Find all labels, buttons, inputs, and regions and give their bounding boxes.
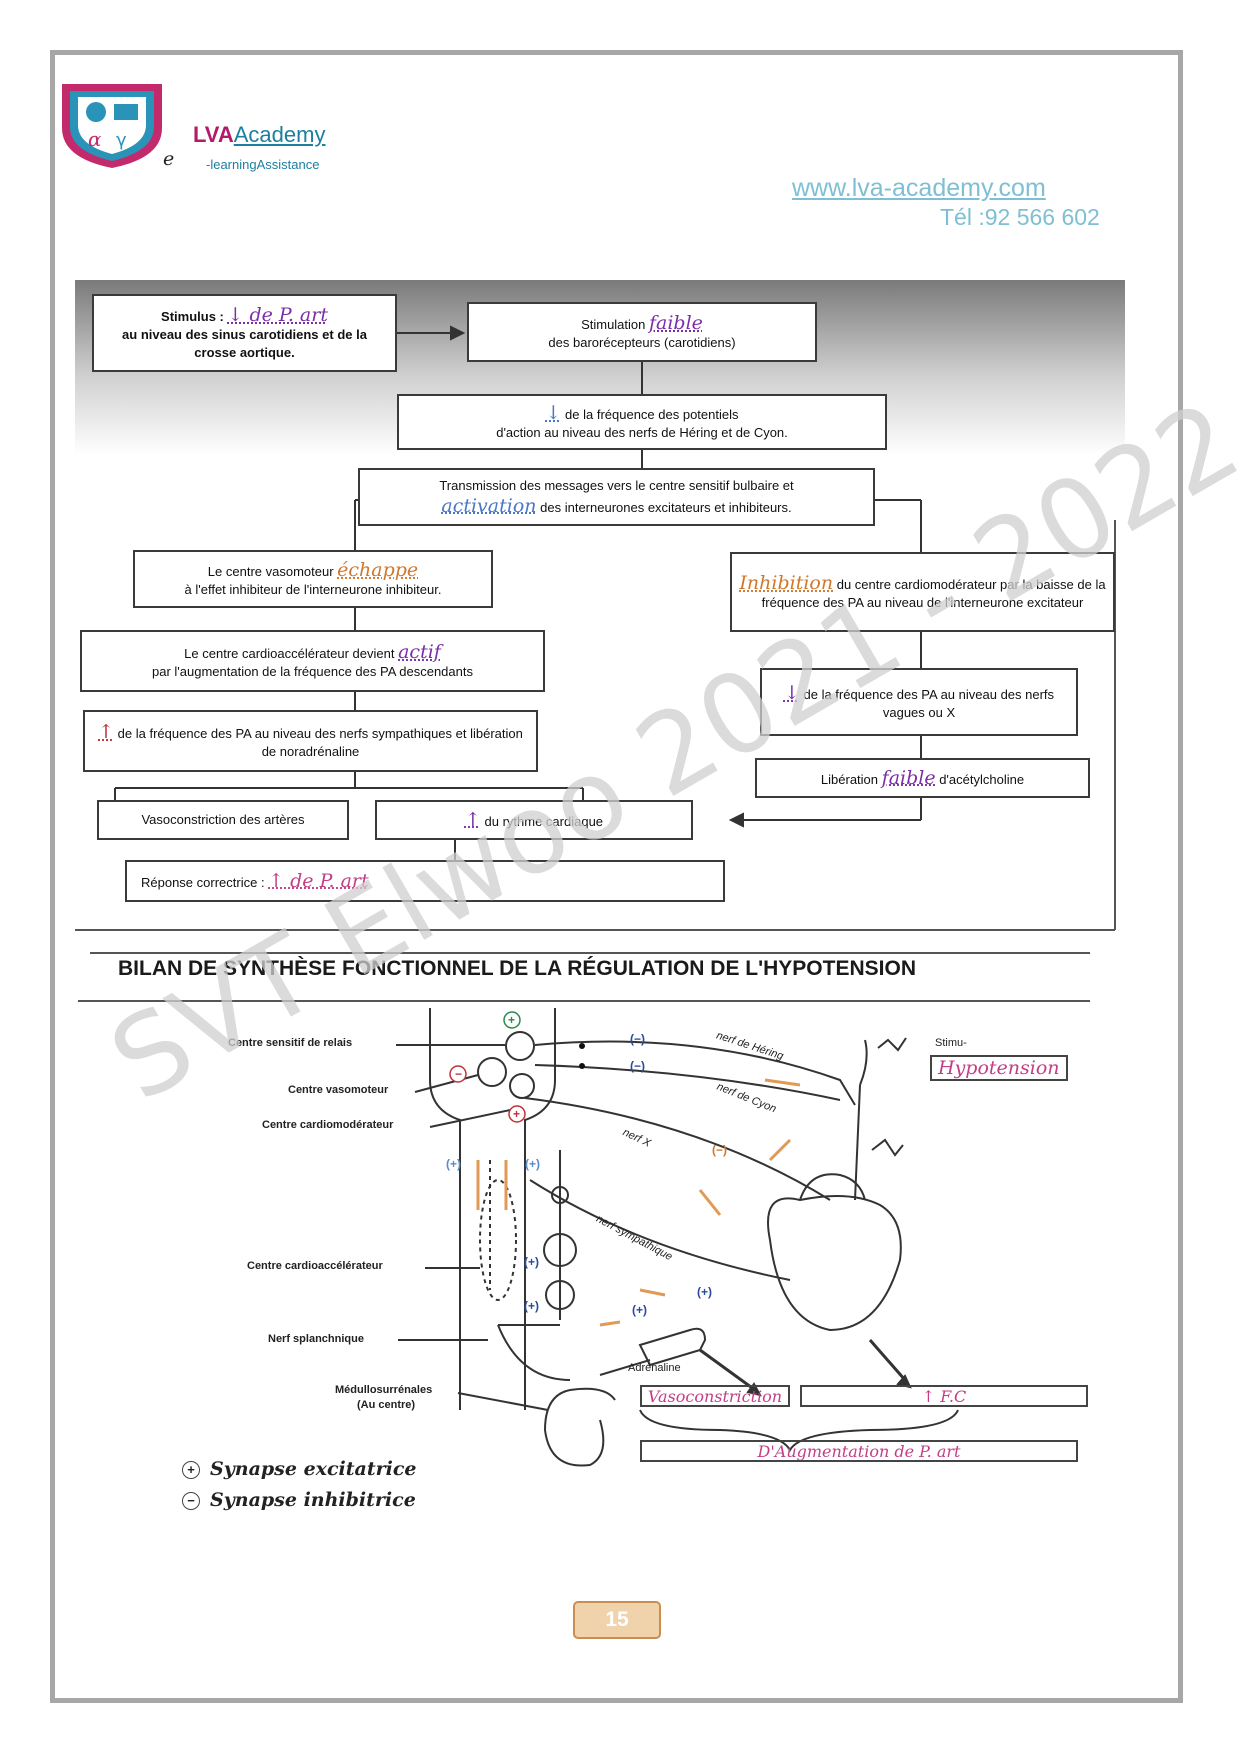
vagus-handwritten: ↓ (783, 682, 800, 705)
legend-inhibitory-text: Synapse inhibitrice (210, 1489, 416, 1511)
svg-text:+: + (508, 1013, 515, 1027)
response-label: Réponse correctrice : (141, 875, 265, 890)
label-cardiomoderator-center: Centre cardiomodérateur (262, 1119, 394, 1131)
vasomotor-text-2: à l'effet inhibiteur de l'interneurone i… (184, 582, 442, 598)
svg-text:(−): (−) (630, 1059, 645, 1073)
legend-inhibitory: −Synapse inhibitrice (182, 1489, 416, 1511)
box-vagus-frequency: ↓ de la fréquence des PA au niveau des n… (760, 668, 1078, 736)
liberation-label: Libération (820, 772, 879, 787)
result-vasoconstriction: Vasoconstriction (640, 1385, 790, 1407)
sympathetic-text: de la fréquence des PA au niveau des ner… (117, 726, 523, 760)
svg-text:(+): (+) (446, 1157, 461, 1171)
svg-text:α: α (88, 127, 102, 151)
svg-text:γ: γ (116, 130, 127, 151)
result-heart-rate: ↑ F.C (800, 1385, 1088, 1407)
legend-excitatory: + Synapse excitatrice (182, 1458, 417, 1480)
svg-text:−: − (455, 1067, 462, 1081)
frequency-handwritten: ↓ (545, 402, 562, 425)
inhibitory-synapse-icon: − (182, 1492, 200, 1510)
stimulus-label: Stimulus : (161, 309, 224, 325)
cardioacc-text-2: par l'augmentation de la fréquence des P… (152, 664, 473, 680)
rhythm-handwritten: ↑ (464, 809, 481, 831)
brand-academy: Academy (233, 122, 326, 147)
box-vasomotor-center: Le centre vasomoteur échappe à l'effet i… (133, 550, 493, 608)
website-link[interactable]: www.lva-academy.com (792, 174, 1046, 202)
transmission-text-2: des interneurones excitateurs et inhibit… (540, 499, 792, 515)
label-medullosurrenales: Médullosurrénales (335, 1384, 433, 1396)
phone-number: Tél :92 566 602 (940, 204, 1100, 230)
box-corrective-response: Réponse correctrice : ↑ de P. art (125, 860, 725, 902)
box-stimulation: Stimulation faible des barorécepteurs (c… (467, 302, 817, 362)
stimulation-text: des barorécepteurs (carotidiens) (548, 335, 736, 351)
frequency-text-2: d'action au niveau des nerfs de Héring e… (496, 425, 788, 441)
label-adrenaline: Adrénaline (628, 1362, 681, 1374)
transmission-handwritten: activation (441, 494, 537, 517)
transmission-text-1: Transmission des messages vers le centre… (439, 478, 794, 494)
stimulus-text: au niveau des sinus carotidiens et de la… (122, 327, 367, 360)
svg-text:(+): (+) (697, 1285, 712, 1299)
box-stimulus: Stimulus : ↓ de P. art au niveau des sin… (92, 294, 397, 372)
svg-text:(+): (+) (632, 1303, 647, 1317)
response-handwritten: ↑ de P. art (268, 870, 369, 892)
stimulation-label: Stimulation (581, 317, 646, 333)
excitatory-synapse-icon: + (182, 1461, 200, 1479)
cardioacc-text-1: Le centre cardioaccélérateur devient (184, 646, 395, 662)
box-acetylcholine: Libération faible d'acétylcholine (755, 758, 1090, 798)
label-stimulus: Stimu- (935, 1037, 967, 1049)
inhibition-handwritten: Inhibition (739, 572, 834, 595)
cardioacc-handwritten: actif (398, 641, 441, 664)
regulation-flowchart: Stimulus : ↓ de P. art au niveau des sin… (75, 280, 1125, 935)
vasomotor-handwritten: échappe (337, 559, 419, 582)
inhibition-text: du centre cardiomodérateur par la baisse… (761, 577, 1106, 611)
logo-e-letter: e (163, 148, 175, 170)
box-sympathetic-frequency: ↑ de la fréquence des PA au niveau des n… (83, 710, 538, 772)
flowchart-connectors (75, 325, 1116, 931)
label-medullo-center: (Au centre) (357, 1399, 416, 1411)
box-transmission: Transmission des messages vers le centre… (358, 468, 875, 526)
vagus-text: de la fréquence des PA au niveau des ner… (803, 687, 1055, 721)
box-cardioaccelerator: Le centre cardioaccélérateur devient act… (80, 630, 545, 692)
svg-text:(+): (+) (524, 1299, 539, 1313)
brand-name: LVAAcademy (193, 122, 325, 148)
page-frame (50, 50, 1183, 1703)
label-cardioaccelerator-center: Centre cardioaccélérateur (247, 1260, 383, 1272)
title-bottom-rule (78, 1000, 1090, 1002)
liberation-text: d'acétylcholine (939, 772, 1025, 787)
vasoconstriction-text: Vasoconstriction des artères (141, 812, 305, 828)
title-top-rule (90, 952, 1090, 954)
label-vasomotor-center: Centre vasomoteur (288, 1084, 389, 1096)
vasomotor-text-1: Le centre vasomoteur (207, 564, 334, 580)
svg-text:(−): (−) (630, 1032, 645, 1046)
stimulus-answer-box: Hypotension (930, 1055, 1068, 1081)
svg-text:(+): (+) (525, 1157, 540, 1171)
section-title: BILAN DE SYNTHÈSE FONCTIONNEL DE LA RÉGU… (118, 957, 916, 980)
brand-lva: LVA (193, 122, 234, 147)
legend-excitatory-text: Synapse excitatrice (210, 1458, 417, 1480)
box-frequency-decrease: ↓ de la fréquence des potentiels d'actio… (397, 394, 887, 450)
box-cardiomoderator-inhibition: Inhibition du centre cardiomodérateur pa… (730, 552, 1115, 632)
rhythm-text: du rythme cardiaque (484, 814, 604, 829)
box-vasoconstriction: Vasoconstriction des artères (97, 800, 349, 840)
liberation-handwritten: faible (881, 767, 936, 789)
sympathetic-handwritten: ↑ (98, 721, 115, 744)
label-splanchnic-nerve: Nerf splanchnique (268, 1333, 364, 1345)
svg-text:+: + (513, 1107, 520, 1121)
stimulus-handwritten: ↓ de P. art (227, 304, 328, 327)
stimulation-handwritten: faible (649, 312, 703, 335)
label-relay-center: Centre sensitif de relais (228, 1037, 353, 1049)
result-final: D'Augmentation de P. art (640, 1440, 1078, 1462)
frequency-text-1: de la fréquence des potentiels (565, 407, 739, 423)
svg-text:(+): (+) (524, 1255, 539, 1269)
box-heart-rhythm: ↑ du rythme cardiaque (375, 800, 693, 840)
page-number: 15 (573, 1601, 661, 1639)
brand-subtitle: -learningAssistance (206, 157, 320, 172)
lva-academy-logo: α γ (62, 84, 162, 168)
svg-text:(−): (−) (712, 1143, 727, 1157)
